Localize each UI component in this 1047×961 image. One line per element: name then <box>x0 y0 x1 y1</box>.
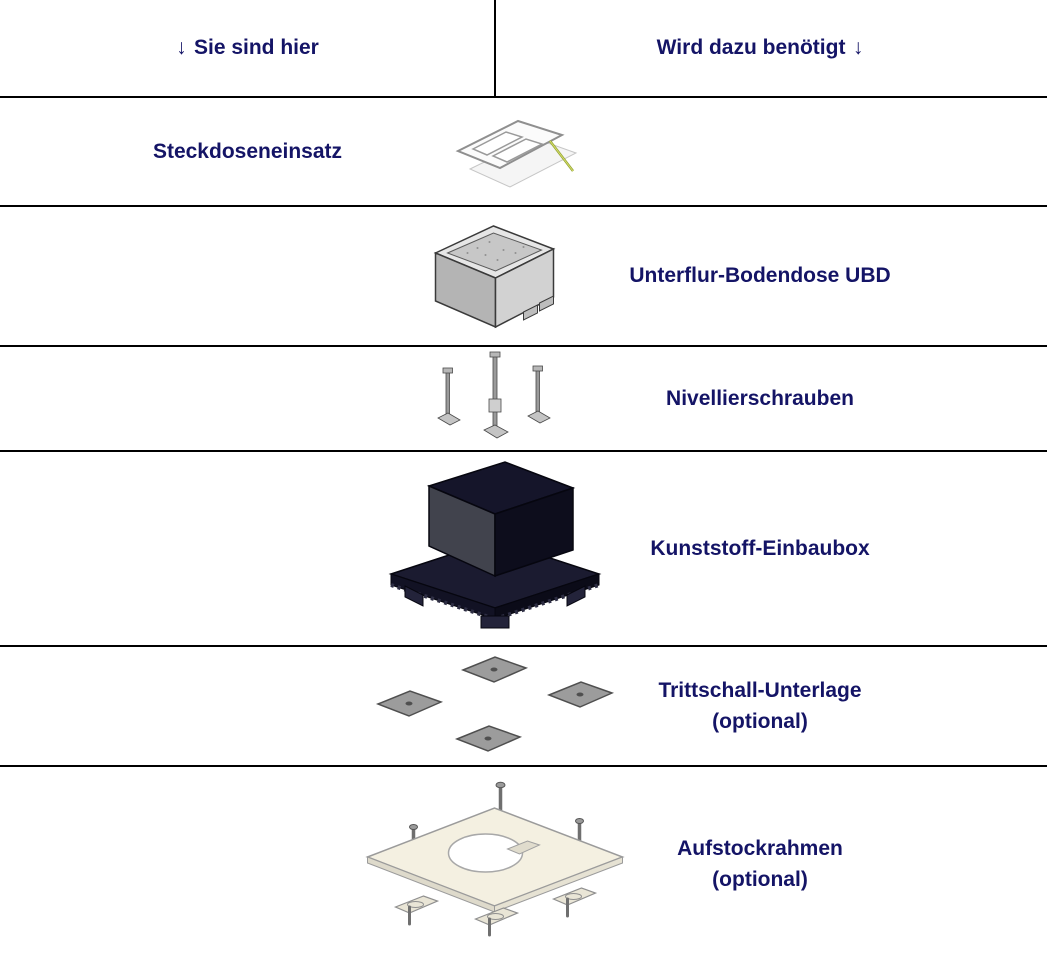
row-trittschall-unterlage: Trittschall-Unterlage (optional) <box>0 645 1047 765</box>
down-arrow-icon: ↓ <box>176 36 187 59</box>
column-header-required: Wird dazu benötigt ↓ <box>495 0 1025 96</box>
row-nivellierschrauben: Nivellierschrauben <box>0 345 1047 450</box>
row-unterflur-bodendose: Unterflur-Bodendose UBD <box>0 205 1047 345</box>
item-label-steckdoseneinsatz: Steckdoseneinsatz <box>0 98 495 205</box>
impact-sound-pads-graphic <box>375 656 615 752</box>
item-label-text: Trittschall-Unterlage <box>658 678 862 702</box>
height-extension-frame-graphic <box>365 781 625 937</box>
item-label-kunststoff-einbaubox: Kunststoff-Einbaubox <box>495 452 1025 645</box>
item-label-optional: (optional) <box>712 710 808 733</box>
row-aufstockrahmen: Aufstockrahmen (optional) <box>0 765 1047 961</box>
item-label-unterflur-bodendose: Unterflur-Bodendose UBD <box>495 207 1025 345</box>
column-header-current-label: Sie sind hier <box>193 36 319 59</box>
item-label-text: Nivellierschrauben <box>666 386 854 410</box>
plastic-mounting-box-image[interactable] <box>379 458 611 640</box>
item-label-text: Steckdoseneinsatz <box>152 139 343 163</box>
item-label-text: Unterflur-Bodendose UBD <box>629 264 891 288</box>
header-divider <box>494 0 496 96</box>
item-label-trittschall-unterlage: Trittschall-Unterlage (optional) <box>495 647 1025 765</box>
item-label-nivellierschrauben: Nivellierschrauben <box>495 347 1025 450</box>
socket-insert-image[interactable] <box>442 111 582 193</box>
row-steckdoseneinsatz: Steckdoseneinsatz <box>0 96 1047 205</box>
row-kunststoff-einbaubox: Kunststoff-Einbaubox <box>0 450 1047 645</box>
column-header-current: ↓ Sie sind hier <box>0 0 495 96</box>
plastic-mounting-box-graphic <box>388 460 602 628</box>
item-label-text: Kunststoff-Einbaubox <box>650 536 870 560</box>
column-header-required-label: Wird dazu benötigt <box>656 36 846 59</box>
leveling-screws-image[interactable] <box>430 351 560 447</box>
item-label-optional: (optional) <box>712 868 808 891</box>
socket-insert-graphic <box>455 119 578 188</box>
down-arrow-icon: ↓ <box>852 36 864 59</box>
impact-sound-pads-image[interactable] <box>374 653 616 759</box>
item-label-aufstockrahmen: Aufstockrahmen (optional) <box>495 767 1025 961</box>
table-header: ↓ Sie sind hier Wird dazu benötigt ↓ <box>0 0 1047 96</box>
underfloor-box-graphic <box>433 225 556 329</box>
item-label-text: Aufstockrahmen <box>677 836 843 860</box>
height-extension-frame-image[interactable] <box>358 779 633 937</box>
leveling-screws-graphic <box>437 351 551 438</box>
underfloor-box-image[interactable] <box>428 220 563 332</box>
